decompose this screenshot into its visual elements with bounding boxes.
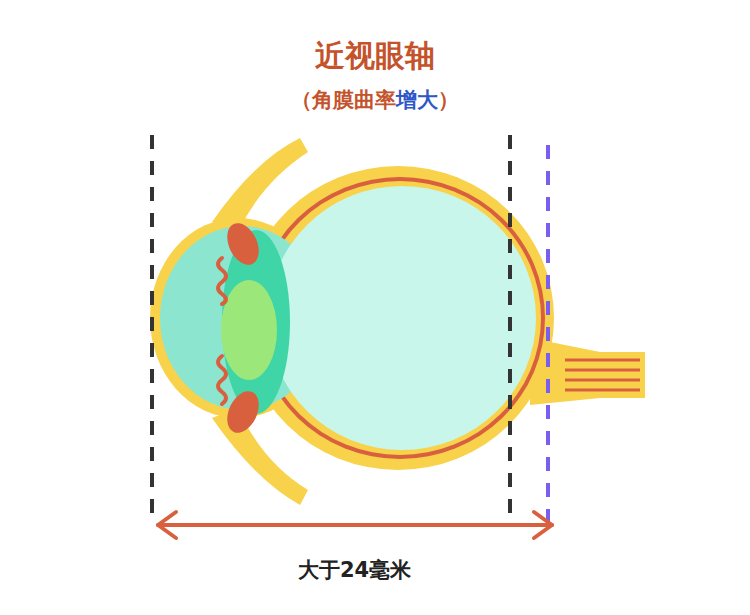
subtitle-row: （角膜曲率增大）	[0, 86, 750, 114]
elongated-axis-line	[546, 145, 550, 525]
vitreous-body	[268, 186, 536, 450]
lens	[221, 280, 277, 380]
ciliary-body	[221, 386, 265, 438]
subtitle-text: ）	[438, 86, 459, 114]
iris	[218, 258, 226, 304]
reference-line	[508, 135, 512, 525]
ciliary-body	[221, 218, 265, 270]
iris	[218, 356, 226, 404]
subtitle-emphasis: 增大	[396, 86, 438, 114]
dimension-arrow	[158, 512, 552, 538]
choroid	[255, 177, 545, 459]
reference-line	[150, 135, 154, 525]
retina-layer	[259, 181, 541, 455]
nerve-fibers	[565, 360, 640, 390]
subtitle-text: （角膜曲率	[291, 86, 396, 114]
title: 近视眼轴	[315, 36, 435, 77]
dimension-label: 大于24毫米	[298, 556, 411, 584]
